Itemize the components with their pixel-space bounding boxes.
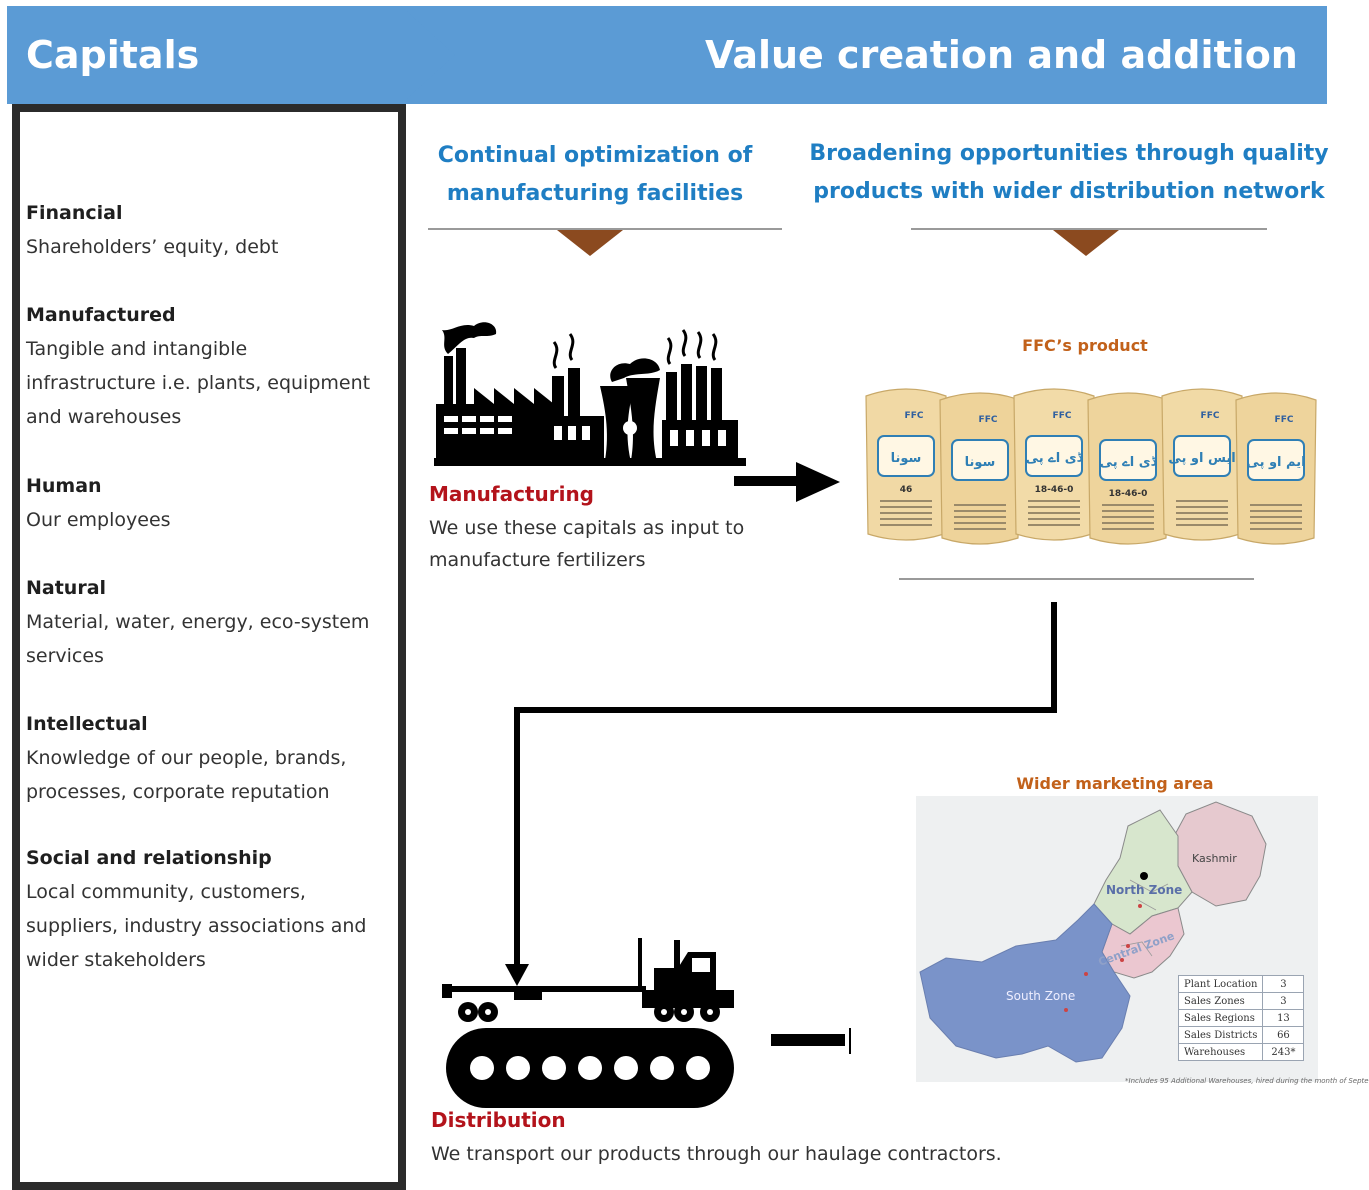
stat-label: Warehouses [1177,1043,1264,1061]
north-zone-label: North Zone [1106,883,1182,897]
capital-title: Social and relationship [26,847,272,869]
stat-value: 13 [1262,1009,1305,1027]
bag-urdu-text: ڈی اے پی [1100,455,1158,470]
bag-urdu-text: ایم او پی [1246,455,1305,470]
distribution-label: Distribution [431,1108,566,1132]
bag-urdu-text: ڈی اے پی [1026,451,1084,466]
triangle-down-icon [1053,230,1119,256]
divider [428,228,782,230]
flow-connector [505,602,1057,986]
map-caption: Wider marketing area [1016,774,1214,793]
manufacturing-label: Manufacturing [429,482,594,506]
manufacturing-desc: We use these capitals as input to manufa… [429,517,745,571]
bag-urdu-text: سونا [891,451,922,466]
fertilizer-bag: ڈی اے پی 18-46-0 [1087,392,1169,545]
factory-icon [434,322,746,466]
capital-intellectual: Intellectual Knowledge of our people, br… [26,707,371,809]
divider [899,578,1254,580]
header-right-banner [401,6,1327,104]
stat-value: 66 [1262,1026,1305,1044]
south-zone-label: South Zone [1006,989,1075,1003]
stat-value: 243* [1262,1043,1305,1061]
capital-title: Manufactured [26,304,176,326]
stat-value: 3 [1262,992,1305,1010]
value-creation-title: Value creation and addition [705,33,1298,77]
capital-human: Human Our employees [26,469,371,537]
capital-title: Intellectual [26,713,148,735]
capitals-title: Capitals [26,33,200,77]
capital-desc: Shareholders’ equity, debt [26,236,279,258]
divider [911,228,1267,230]
connector-bar [771,1028,851,1054]
stat-label: Sales Regions [1177,1009,1264,1027]
capital-desc: Our employees [26,509,171,531]
triangle-down-icon [557,230,623,256]
capitals-panel [12,104,406,1190]
fertilizer-bag: سونا FFC 46 [865,388,947,541]
distribution-desc: We transport our products through our ha… [431,1143,1002,1165]
capital-social: Social and relationship Local community,… [26,841,371,977]
fertilizer-bag: سونا FFC [939,392,1021,545]
bag-grade-text: 18-46-0 [1035,485,1074,495]
truck-conveyor-icon [442,938,734,1108]
bag-grade-text: 46 [900,485,913,495]
stat-label: Plant Location [1177,975,1264,993]
stat-value: 3 [1262,975,1305,993]
capital-title: Natural [26,577,107,599]
bag-urdu-text: ایس او پی [1168,451,1235,466]
fertilizer-bag: ڈی اے پی FFC 18-46-0 [1013,388,1095,541]
bag-brand-text: FFC [1275,415,1294,425]
map-footnote: *Includes 95 Additional Warehouses, hire… [1125,1077,1369,1085]
fertilizer-bag: ایس او پی FFC [1161,388,1243,541]
capital-manufactured: Manufactured Tangible and intangible inf… [26,298,371,434]
capital-desc: Material, water, energy, eco-system serv… [26,611,370,667]
capital-desc: Knowledge of our people, brands, process… [26,747,347,803]
bag-brand-text: FFC [979,415,998,425]
stat-label: Sales Zones [1177,992,1264,1010]
manufacturing-heading: Continual optimization of manufacturing … [437,143,753,206]
bag-grade-text: 18-46-0 [1109,489,1148,499]
capital-financial: Financial Shareholders’ equity, debt [26,196,371,264]
fertilizer-bag: ایم او پی FFC [1235,392,1317,545]
arrow-right-icon [734,462,840,502]
capital-title: Human [26,475,102,497]
bag-brand-text: FFC [905,411,924,421]
stat-label: Sales Districts [1177,1026,1264,1044]
capital-desc: Tangible and intangible infrastructure i… [26,338,371,428]
capital-title: Financial [26,202,123,224]
capital-natural: Natural Material, water, energy, eco-sys… [26,571,371,673]
capital-desc: Local community, customers, suppliers, i… [26,881,367,971]
bag-brand-text: FFC [1053,411,1072,421]
bag-urdu-text: سونا [965,455,996,470]
bag-brand-text: FFC [1201,411,1220,421]
distribution-heading: Broadening opportunities through quality… [809,141,1329,204]
product-caption: FFC’s product [1022,336,1148,355]
kashmir-label: Kashmir [1192,852,1237,865]
